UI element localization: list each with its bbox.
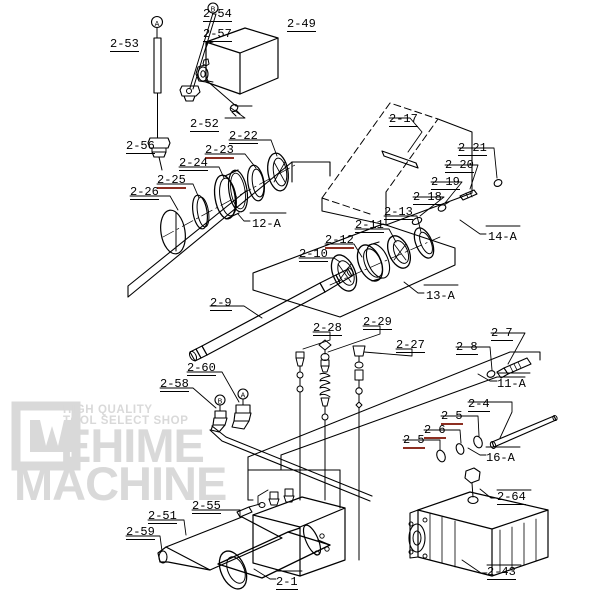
part-label-2-23: 2-23: [205, 143, 234, 159]
part-label-2-8: 2-8: [456, 340, 478, 355]
part-label-2-22: 2-22: [229, 129, 258, 144]
part-label-14-a: 14-A: [488, 230, 517, 244]
assembly-16-A-body: [280, 376, 526, 471]
part-2-27-valve-stem-c: [352, 345, 366, 561]
part-label-2-13: 2-13: [384, 205, 413, 220]
part-label-2-49: 2-49: [287, 17, 316, 32]
part-2-6-retaining-ring-small: [455, 443, 465, 455]
part-2-8-o-ring: [486, 370, 496, 378]
part-label-2-28: 2-28: [313, 321, 342, 336]
part-2-12-packing-ring: [356, 241, 391, 282]
watermark-brand-2: MACHINE: [14, 457, 226, 510]
svg-text:A: A: [241, 393, 246, 400]
part-label-2-6: 2-6: [424, 423, 446, 439]
part-label-2-17: 2-17: [389, 112, 418, 127]
part-label-2-1: 2-1: [276, 575, 298, 590]
frame-bars: [247, 469, 341, 509]
part-2-19-pin-short: [437, 201, 450, 212]
part-2-21-pin-long: [493, 179, 503, 187]
svg-text:A: A: [155, 21, 160, 28]
hydraulic-tube-run: [209, 425, 373, 502]
part-label-2-20: 2-20: [445, 158, 474, 173]
part-2-24-guide-bush: [213, 169, 249, 220]
part-label-2-58: 2-58: [160, 377, 189, 392]
part-2-26-snap-ring: [160, 209, 186, 255]
part-2-52-cap-screw: [229, 103, 241, 117]
part-label-2-56: 2-56: [126, 139, 155, 154]
svg-text:B: B: [218, 399, 223, 406]
part-2-28-valve-stem-a: [295, 351, 305, 471]
part-label-2-5: 2-5: [403, 433, 425, 449]
part-2-5-retaining-ring-upper: [473, 435, 483, 449]
part-label-2-51: 2-51: [148, 509, 177, 524]
part-2-53-push-rod: A: [150, 15, 164, 139]
part-2-58-elbow-fitting-a: B: [210, 394, 228, 433]
part-label-2-53: 2-53: [110, 37, 139, 52]
manifold-port-fittings: [268, 488, 295, 506]
part-label-11-a: 11-A: [497, 377, 526, 391]
part-2-5-retaining-ring-lower: [436, 449, 446, 463]
part-label-13-a: 13-A: [426, 289, 455, 303]
part-label-16-a: 16-A: [486, 451, 515, 465]
assembly-14-A-body: [321, 102, 439, 215]
part-2-20-pin-medium: [459, 189, 478, 201]
watermark-brand-1: EHIME: [60, 419, 204, 472]
part-2-7-threaded-nipple: [496, 357, 532, 379]
part-2-49-control-box: [195, 27, 279, 107]
part-label-2-64: 2-64: [497, 490, 526, 505]
part-label-2-7: 2-7: [491, 326, 513, 341]
part-label-2-24: 2-24: [179, 156, 208, 171]
part-2-4-rod-pin: [489, 414, 558, 449]
part-label-2-9: 2-9: [210, 296, 232, 311]
part-2-29-valve-stem-b: [318, 339, 332, 501]
part-label-2-57: 2-57: [203, 27, 232, 42]
part-2-22-seal-ring-c: [267, 152, 289, 192]
part-label-2-18: 2-18: [413, 190, 442, 205]
part-label-2-29: 2-29: [363, 315, 392, 330]
part-2-60-elbow-fitting-b: A: [231, 388, 252, 430]
part-2-1-main-cylinder-tube: [217, 524, 331, 590]
part-label-2-54: 2-54: [203, 7, 232, 22]
part-2-56-rod-end-joint: [147, 137, 171, 171]
part-label-2-5: 2-5: [441, 409, 463, 425]
part-2-57-rod-end-joint-2: [179, 85, 201, 102]
part-label-2-25: 2-25: [157, 173, 186, 189]
part-label-2-12: 2-12: [325, 233, 354, 249]
watermark-tagline-1: HIGH QUALITY: [63, 404, 153, 416]
part-label-2-26: 2-26: [130, 185, 159, 200]
part-2-9-piston-rod: [188, 267, 354, 362]
part-2-64-cylinder-switch: [464, 467, 481, 505]
assembly-14-A-solid: [321, 118, 473, 226]
part-label-2-27: 2-27: [396, 338, 425, 353]
part-label-2-19: 2-19: [431, 175, 460, 190]
part-label-2-43: 2-43: [487, 565, 516, 580]
part-2-17-dowel-pin: [381, 150, 419, 169]
part-2-11-seal-ring-b: [386, 235, 412, 269]
part-label-12-a: 12-A: [252, 217, 281, 231]
part-label-2-21: 2-21: [458, 141, 487, 156]
part-2-43-compact-cylinder: [408, 491, 549, 577]
part-2-18-o-ring-small: [411, 216, 423, 226]
assembly-13-A-body: [252, 223, 456, 318]
watermark-tagline-2: TOOL SELECT SHOP: [63, 415, 188, 427]
svg-text:B: B: [211, 7, 216, 14]
part-label-2-60: 2-60: [187, 361, 216, 376]
part-label-2-11: 2-11: [355, 218, 384, 233]
part-2-51-handle-tube: [157, 516, 283, 571]
part-label-2-52: 2-52: [190, 117, 219, 132]
part-2-10-seal-ring-a: [330, 254, 358, 292]
part-label-2-59: 2-59: [126, 525, 155, 540]
part-label-2-10: 2-10: [299, 247, 328, 262]
part-2-55-bracket-screw: [236, 502, 266, 518]
part-label-2-4: 2-4: [468, 397, 490, 412]
part-label-2-55: 2-55: [192, 499, 221, 514]
manifold-block: [252, 496, 346, 577]
